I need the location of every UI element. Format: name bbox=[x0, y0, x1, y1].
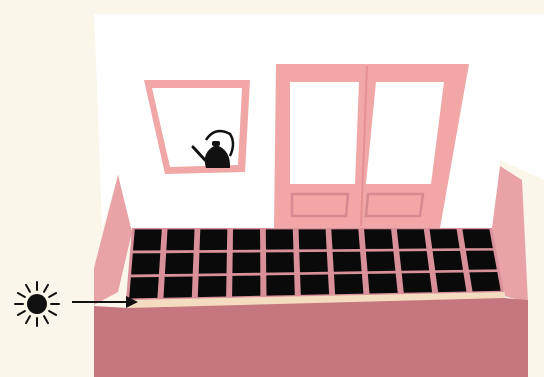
floor-tile[interactable] bbox=[368, 274, 398, 294]
sun-ray bbox=[44, 285, 48, 292]
floor-tile[interactable] bbox=[299, 229, 327, 249]
floor-tile[interactable] bbox=[199, 253, 227, 274]
floor-tile[interactable] bbox=[299, 252, 328, 272]
floor-tile[interactable] bbox=[397, 229, 427, 248]
floor-tile[interactable] bbox=[402, 273, 432, 293]
floor-tile[interactable] bbox=[133, 229, 162, 250]
sun-ray bbox=[49, 311, 56, 315]
floor-tile[interactable] bbox=[165, 253, 194, 274]
floor-tile[interactable] bbox=[436, 273, 467, 293]
sun-ray bbox=[18, 311, 25, 315]
floor-tile[interactable] bbox=[266, 252, 294, 272]
floor-tile[interactable] bbox=[333, 252, 362, 272]
sun-icon[interactable] bbox=[15, 282, 59, 326]
floor-tile[interactable] bbox=[164, 277, 193, 298]
floor-tile[interactable] bbox=[366, 251, 396, 271]
door-right-glass bbox=[366, 82, 444, 184]
floor-tile[interactable] bbox=[469, 272, 500, 291]
sun-ray bbox=[26, 316, 30, 323]
sun-ray bbox=[49, 293, 56, 297]
floor-tile[interactable] bbox=[433, 251, 463, 270]
floor-tile[interactable] bbox=[129, 277, 159, 299]
sun-ray bbox=[18, 293, 25, 297]
tiled-floor[interactable] bbox=[126, 228, 504, 300]
floor-tile[interactable] bbox=[331, 229, 360, 249]
floor-tile[interactable] bbox=[334, 274, 363, 294]
floor-tile[interactable] bbox=[200, 229, 228, 250]
floor-tile[interactable] bbox=[300, 275, 329, 295]
floor-tile[interactable] bbox=[430, 229, 460, 248]
floor-tile[interactable] bbox=[233, 229, 260, 250]
floor-tile[interactable] bbox=[462, 229, 492, 248]
floor-tile[interactable] bbox=[466, 251, 497, 270]
double-door[interactable] bbox=[274, 64, 469, 228]
floor-tile[interactable] bbox=[266, 229, 294, 249]
floor-tile[interactable] bbox=[266, 275, 295, 296]
sun-ray bbox=[44, 316, 48, 323]
door-left-glass bbox=[290, 82, 359, 184]
floor-tile[interactable] bbox=[166, 229, 194, 250]
floor-tile[interactable] bbox=[198, 276, 227, 297]
box-front bbox=[94, 298, 528, 377]
floor-tile[interactable] bbox=[364, 229, 393, 249]
floor-tile[interactable] bbox=[399, 251, 429, 271]
floor-tile[interactable] bbox=[232, 276, 260, 297]
floor-tile[interactable] bbox=[232, 252, 260, 273]
floor-tile[interactable] bbox=[131, 253, 160, 274]
door-left[interactable] bbox=[283, 72, 365, 224]
sun-ray bbox=[26, 285, 30, 292]
